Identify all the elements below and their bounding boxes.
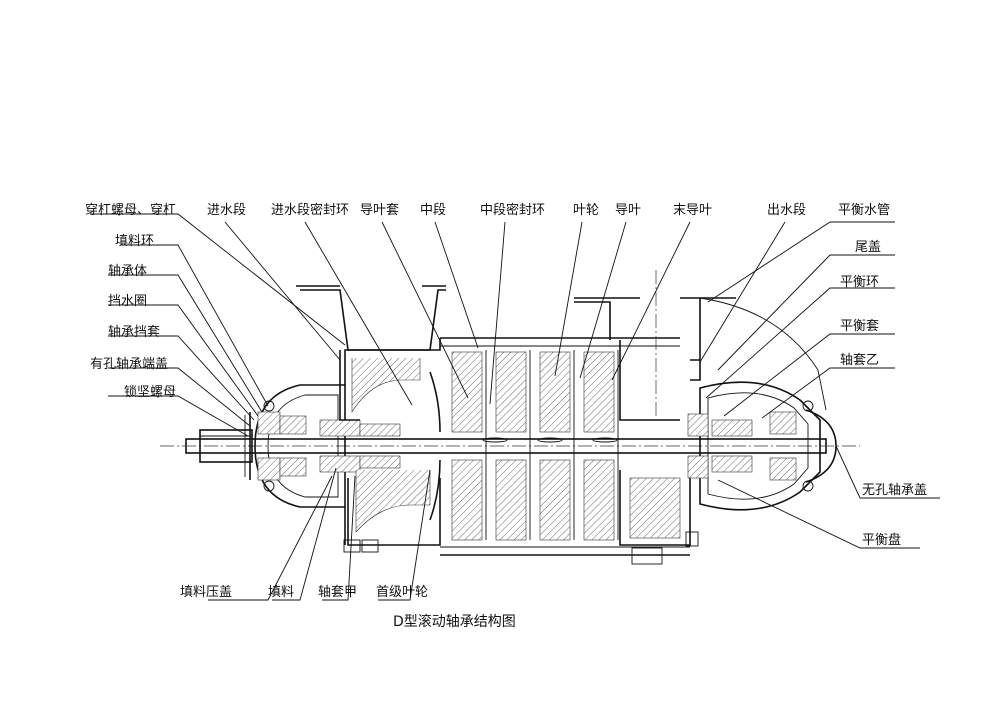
label-balance-water-pipe: 平衡水管: [838, 203, 890, 218]
label-balance-disc: 平衡盘: [862, 532, 901, 548]
label-last-guide-vane: 末导叶: [673, 203, 712, 218]
label-balance-ring: 平衡环: [840, 275, 879, 290]
label-shaft-sleeve-b: 轴套乙: [840, 352, 879, 368]
label-bearing-end-cover-holed: 有孔轴承端盖: [90, 357, 168, 372]
labels-bottom: 填料压盖 填料 轴套甲 首级叶轮: [180, 584, 428, 600]
inlet-section: [296, 285, 446, 553]
labels-right: 尾盖 平衡环 平衡套 轴套乙 无孔轴承盖 平衡盘: [840, 240, 927, 548]
label-bearing-body: 轴承体: [108, 264, 147, 279]
label-packing-ring: 填料环: [115, 234, 154, 249]
labels-top: 进水段 进水段密封环 导叶套 中段 中段密封环 叶轮 导叶 末导叶 出水段 平衡…: [207, 202, 890, 218]
shaft: [160, 429, 860, 463]
labels-left: 穿杠螺母、穿杠 填料环 轴承体 挡水圈 轴承挡套 有孔轴承端盖 锁坚螺母: [85, 202, 176, 400]
diagram-caption: D型滚动轴承结构图: [393, 613, 516, 630]
label-impeller: 叶轮: [573, 203, 599, 218]
outer-casing: [344, 338, 700, 545]
label-tie-rod-nut: 穿杠螺母、穿杠: [85, 202, 176, 218]
leader-lines: [90, 213, 940, 601]
middle-sections: [429, 337, 690, 556]
label-middle-seal-ring: 中段密封环: [480, 202, 545, 218]
outlet-section: [574, 270, 736, 565]
label-lock-nut: 锁坚螺母: [124, 384, 176, 400]
label-inlet-section: 进水段: [207, 203, 246, 218]
label-water-retaining-ring: 挡水圈: [108, 294, 147, 309]
right-bearing-housing: [687, 297, 837, 511]
label-bearing-sleeve: 轴承挡套: [108, 324, 160, 340]
label-shaft-sleeve-a: 轴套甲: [318, 584, 357, 600]
label-inlet-seal-ring: 进水段密封环: [271, 202, 349, 218]
label-guide-vane: 导叶: [615, 203, 641, 218]
label-guide-vane-sleeve: 导叶套: [360, 202, 399, 218]
label-tail-cover: 尾盖: [855, 240, 881, 255]
label-packing: 填料: [268, 585, 294, 600]
label-middle-section: 中段: [420, 203, 446, 218]
label-first-stage-impeller: 首级叶轮: [376, 585, 428, 600]
label-outlet-section: 出水段: [767, 203, 806, 218]
left-bearing-housing: [244, 384, 346, 508]
label-packing-gland: 填料压盖: [180, 585, 232, 600]
label-balance-sleeve: 平衡套: [840, 318, 879, 334]
stuffing-box: [319, 419, 401, 473]
label-bearing-cover-no-hole: 无孔轴承盖: [862, 483, 927, 498]
pump-cross-section: [160, 270, 860, 565]
